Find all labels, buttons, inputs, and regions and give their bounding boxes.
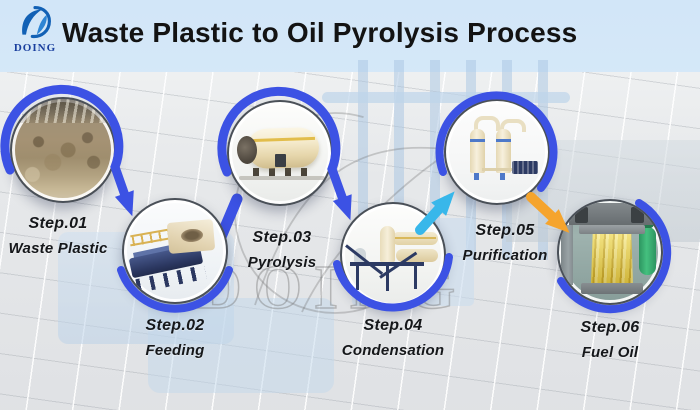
fuel-oil-bolt-left	[575, 207, 588, 223]
step-2-label: Step.02 Feeding	[117, 317, 233, 359]
reactor-door	[275, 154, 286, 167]
condenser-frame-post-a	[356, 264, 359, 290]
step-6-label: Step.06 Fuel Oil	[552, 319, 668, 361]
step-1-label: Step.01 Waste Plastic	[0, 215, 116, 257]
logo-leaf-light	[36, 14, 47, 35]
step-4-label: Step.04 Condensation	[330, 317, 456, 359]
condenser-vertical-tank	[380, 226, 395, 262]
fuel-oil-bolt-right	[631, 207, 644, 223]
purifier-tower-2-band	[496, 139, 511, 142]
purifier-valve-1	[474, 173, 479, 180]
step-4-image-condenser	[340, 202, 446, 308]
doing-logo: DOING	[8, 4, 62, 54]
step-3-image-pyrolysis-reactor	[227, 100, 333, 206]
step-6-image-fuel-oil	[557, 199, 663, 305]
step-4-number: Step.04	[363, 317, 423, 334]
step-3-number: Step.03	[252, 229, 312, 246]
purifier-tower-1	[470, 129, 485, 173]
step-2-number: Step.02	[145, 317, 205, 334]
step-5-number: Step.05	[475, 222, 535, 239]
purifier-base-pipe	[482, 168, 516, 171]
step-4-name: Condensation	[341, 342, 445, 359]
fuel-oil-stream	[591, 234, 633, 284]
background-engine-shape	[148, 298, 334, 393]
step-5-image-purification-towers	[444, 99, 550, 205]
condenser-frame-post-b	[386, 265, 389, 291]
logo-text: DOING	[13, 42, 57, 54]
fuel-oil-flange-ring	[579, 225, 645, 234]
logo-leaf-dark	[22, 9, 43, 35]
background-horizontal-pipe	[322, 92, 570, 103]
step-5-name: Purification	[462, 247, 548, 264]
logo-swirl-ring	[30, 6, 51, 38]
doing-swirl-logo-icon	[22, 6, 51, 38]
step-1-name: Waste Plastic	[8, 240, 108, 257]
step-1-number: Step.01	[28, 215, 88, 232]
reactor-ground-shadow	[239, 176, 325, 180]
step-6-number: Step.06	[580, 319, 640, 336]
condenser-frame-post-c	[414, 263, 417, 289]
purifier-valve-2	[500, 173, 505, 180]
step-6-name: Fuel Oil	[581, 344, 639, 361]
step-3-label: Step.03 Pyrolysis	[224, 229, 340, 271]
plastic-pile-texture	[12, 99, 114, 201]
purifier-tower-2	[496, 129, 511, 173]
step-5-label: Step.05 Purification	[447, 222, 563, 264]
step-3-name: Pyrolysis	[247, 254, 317, 271]
page-title: Waste Plastic to Oil Pyrolysis Process	[62, 17, 578, 48]
fuel-oil-green-cylinder	[639, 227, 656, 275]
purifier-condenser-box	[512, 161, 538, 174]
step-1-image-waste-plastic	[10, 97, 116, 203]
reactor-feet	[253, 168, 315, 176]
step-2-name: Feeding	[145, 342, 205, 359]
step-2-image-feeding-machine	[122, 198, 228, 304]
fuel-oil-bottom-flange	[581, 283, 643, 294]
purifier-tower-1-band	[470, 139, 485, 142]
condenser-tank-stripe	[394, 237, 436, 239]
